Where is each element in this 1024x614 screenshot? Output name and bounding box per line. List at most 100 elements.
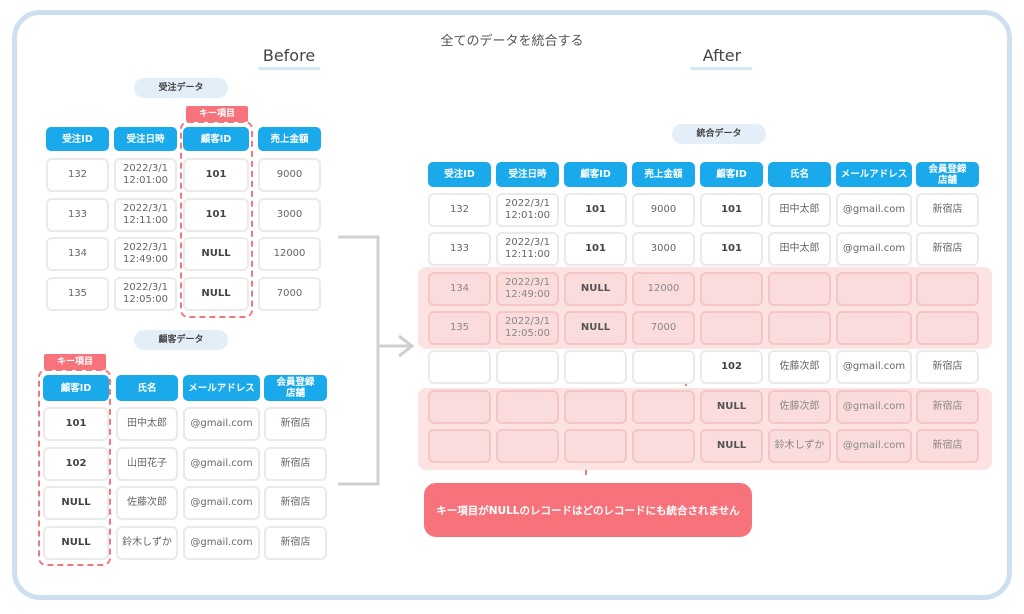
column-header: 会員登録 店舗 bbox=[916, 162, 979, 187]
table-cell: 102 bbox=[700, 350, 763, 385]
table-cell: 新宿店 bbox=[916, 428, 979, 463]
table-cell bbox=[768, 271, 831, 306]
column-header: 顧客ID bbox=[700, 162, 763, 187]
table-cell: 鈴木しずか bbox=[116, 525, 178, 560]
table-cell: 101 bbox=[183, 158, 249, 192]
table-cell bbox=[836, 271, 912, 306]
column-header: 氏名 bbox=[768, 162, 831, 187]
table-cell: 佐藤次郎 bbox=[768, 389, 831, 424]
customers-key-column-outline bbox=[38, 369, 111, 566]
table-cell: 101 bbox=[564, 193, 627, 227]
orders-key-tag: キー項目 bbox=[186, 106, 248, 122]
table-cell: 新宿店 bbox=[264, 486, 327, 520]
table-cell: @gmail.com bbox=[836, 389, 912, 424]
column-header: 受注日時 bbox=[496, 162, 559, 187]
column-header: 会員登録 店舗 bbox=[264, 375, 327, 401]
after-underline bbox=[690, 67, 752, 70]
table-cell bbox=[700, 310, 763, 345]
table-cell: 132 bbox=[428, 193, 491, 227]
table-cell bbox=[632, 428, 695, 463]
table-cell: @gmail.com bbox=[183, 407, 260, 441]
table-cell: 101 bbox=[700, 193, 763, 227]
column-header: 売上金額 bbox=[632, 162, 695, 187]
table-cell: 新宿店 bbox=[264, 446, 327, 481]
table-cell: 101 bbox=[183, 197, 249, 232]
column-header: メールアドレス bbox=[183, 375, 260, 401]
table-cell: 7000 bbox=[258, 276, 321, 311]
column-header: 顧客ID bbox=[183, 127, 249, 151]
table-cell: 2022/3/1 12:49:00 bbox=[114, 237, 177, 271]
table-cell: 133 bbox=[428, 232, 491, 267]
table-cell: 鈴木しずか bbox=[768, 428, 831, 463]
table-cell bbox=[496, 428, 559, 463]
table-cell: @gmail.com bbox=[183, 446, 260, 481]
table-cell bbox=[632, 389, 695, 424]
before-label: Before bbox=[262, 46, 316, 65]
table-cell: 101 bbox=[700, 232, 763, 267]
table-cell: 9000 bbox=[632, 193, 695, 227]
table-cell: 新宿店 bbox=[264, 525, 327, 560]
table-cell: 101 bbox=[43, 407, 109, 441]
table-cell: @gmail.com bbox=[836, 428, 912, 463]
orders-data-label: 受注データ bbox=[134, 78, 228, 98]
table-cell: 2022/3/1 12:49:00 bbox=[496, 271, 559, 306]
table-cell: 134 bbox=[428, 271, 491, 306]
table-cell: 3000 bbox=[632, 232, 695, 267]
table-cell: 佐藤次郎 bbox=[116, 486, 178, 520]
table-cell: @gmail.com bbox=[836, 350, 912, 385]
table-cell: 田中太郎 bbox=[768, 193, 831, 227]
table-cell: 田中太郎 bbox=[768, 232, 831, 267]
table-cell: 9000 bbox=[258, 158, 321, 192]
table-cell: 101 bbox=[564, 232, 627, 267]
table-cell bbox=[700, 271, 763, 306]
table-cell: @gmail.com bbox=[183, 486, 260, 520]
table-cell: 12000 bbox=[632, 271, 695, 306]
table-cell: 新宿店 bbox=[916, 389, 979, 424]
column-header: 受注日時 bbox=[114, 127, 177, 151]
table-cell bbox=[768, 310, 831, 345]
null-key-note: キー項目がNULLのレコードはどのレコードにも統合されません bbox=[424, 483, 752, 537]
table-cell: 135 bbox=[428, 310, 491, 345]
table-cell bbox=[564, 350, 627, 385]
table-cell bbox=[632, 350, 695, 385]
table-cell bbox=[428, 389, 491, 424]
table-cell: 2022/3/1 12:11:00 bbox=[114, 197, 177, 232]
column-header: 受注ID bbox=[428, 162, 491, 187]
table-cell bbox=[916, 271, 979, 306]
table-cell: 2022/3/1 12:05:00 bbox=[496, 310, 559, 345]
table-cell: 佐藤次郎 bbox=[768, 350, 831, 385]
table-cell: 134 bbox=[46, 237, 109, 271]
table-cell: 新宿店 bbox=[916, 350, 979, 385]
column-header: 氏名 bbox=[116, 375, 178, 401]
table-cell: 132 bbox=[46, 158, 109, 192]
table-cell: 133 bbox=[46, 197, 109, 232]
table-cell bbox=[428, 350, 491, 385]
column-header: 受注ID bbox=[46, 127, 109, 151]
table-cell: NULL bbox=[700, 428, 763, 463]
table-cell bbox=[916, 310, 979, 345]
table-cell: NULL bbox=[564, 310, 627, 345]
diagram-title: 全てのデータを統合する bbox=[440, 34, 584, 49]
table-cell: 2022/3/1 12:01:00 bbox=[114, 158, 177, 192]
column-header: 売上金額 bbox=[258, 127, 321, 151]
table-cell: NULL bbox=[43, 486, 109, 520]
table-cell: 2022/3/1 12:01:00 bbox=[496, 193, 559, 227]
table-cell bbox=[496, 389, 559, 424]
table-cell: 2022/3/1 12:05:00 bbox=[114, 276, 177, 311]
table-cell bbox=[564, 389, 627, 424]
column-header: 顧客ID bbox=[43, 375, 109, 401]
before-underline bbox=[258, 67, 320, 70]
table-cell: @gmail.com bbox=[836, 232, 912, 267]
table-cell: 12000 bbox=[258, 237, 321, 271]
table-cell: NULL bbox=[43, 525, 109, 560]
table-cell bbox=[836, 310, 912, 345]
table-cell: NULL bbox=[564, 271, 627, 306]
table-cell bbox=[564, 428, 627, 463]
table-cell: 7000 bbox=[632, 310, 695, 345]
table-cell: @gmail.com bbox=[836, 193, 912, 227]
customers-data-label: 顧客データ bbox=[134, 330, 228, 350]
orders-key-column-outline bbox=[180, 121, 253, 318]
table-cell: @gmail.com bbox=[183, 525, 260, 560]
merged-data-label: 統合データ bbox=[672, 124, 766, 144]
table-cell: 102 bbox=[43, 446, 109, 481]
